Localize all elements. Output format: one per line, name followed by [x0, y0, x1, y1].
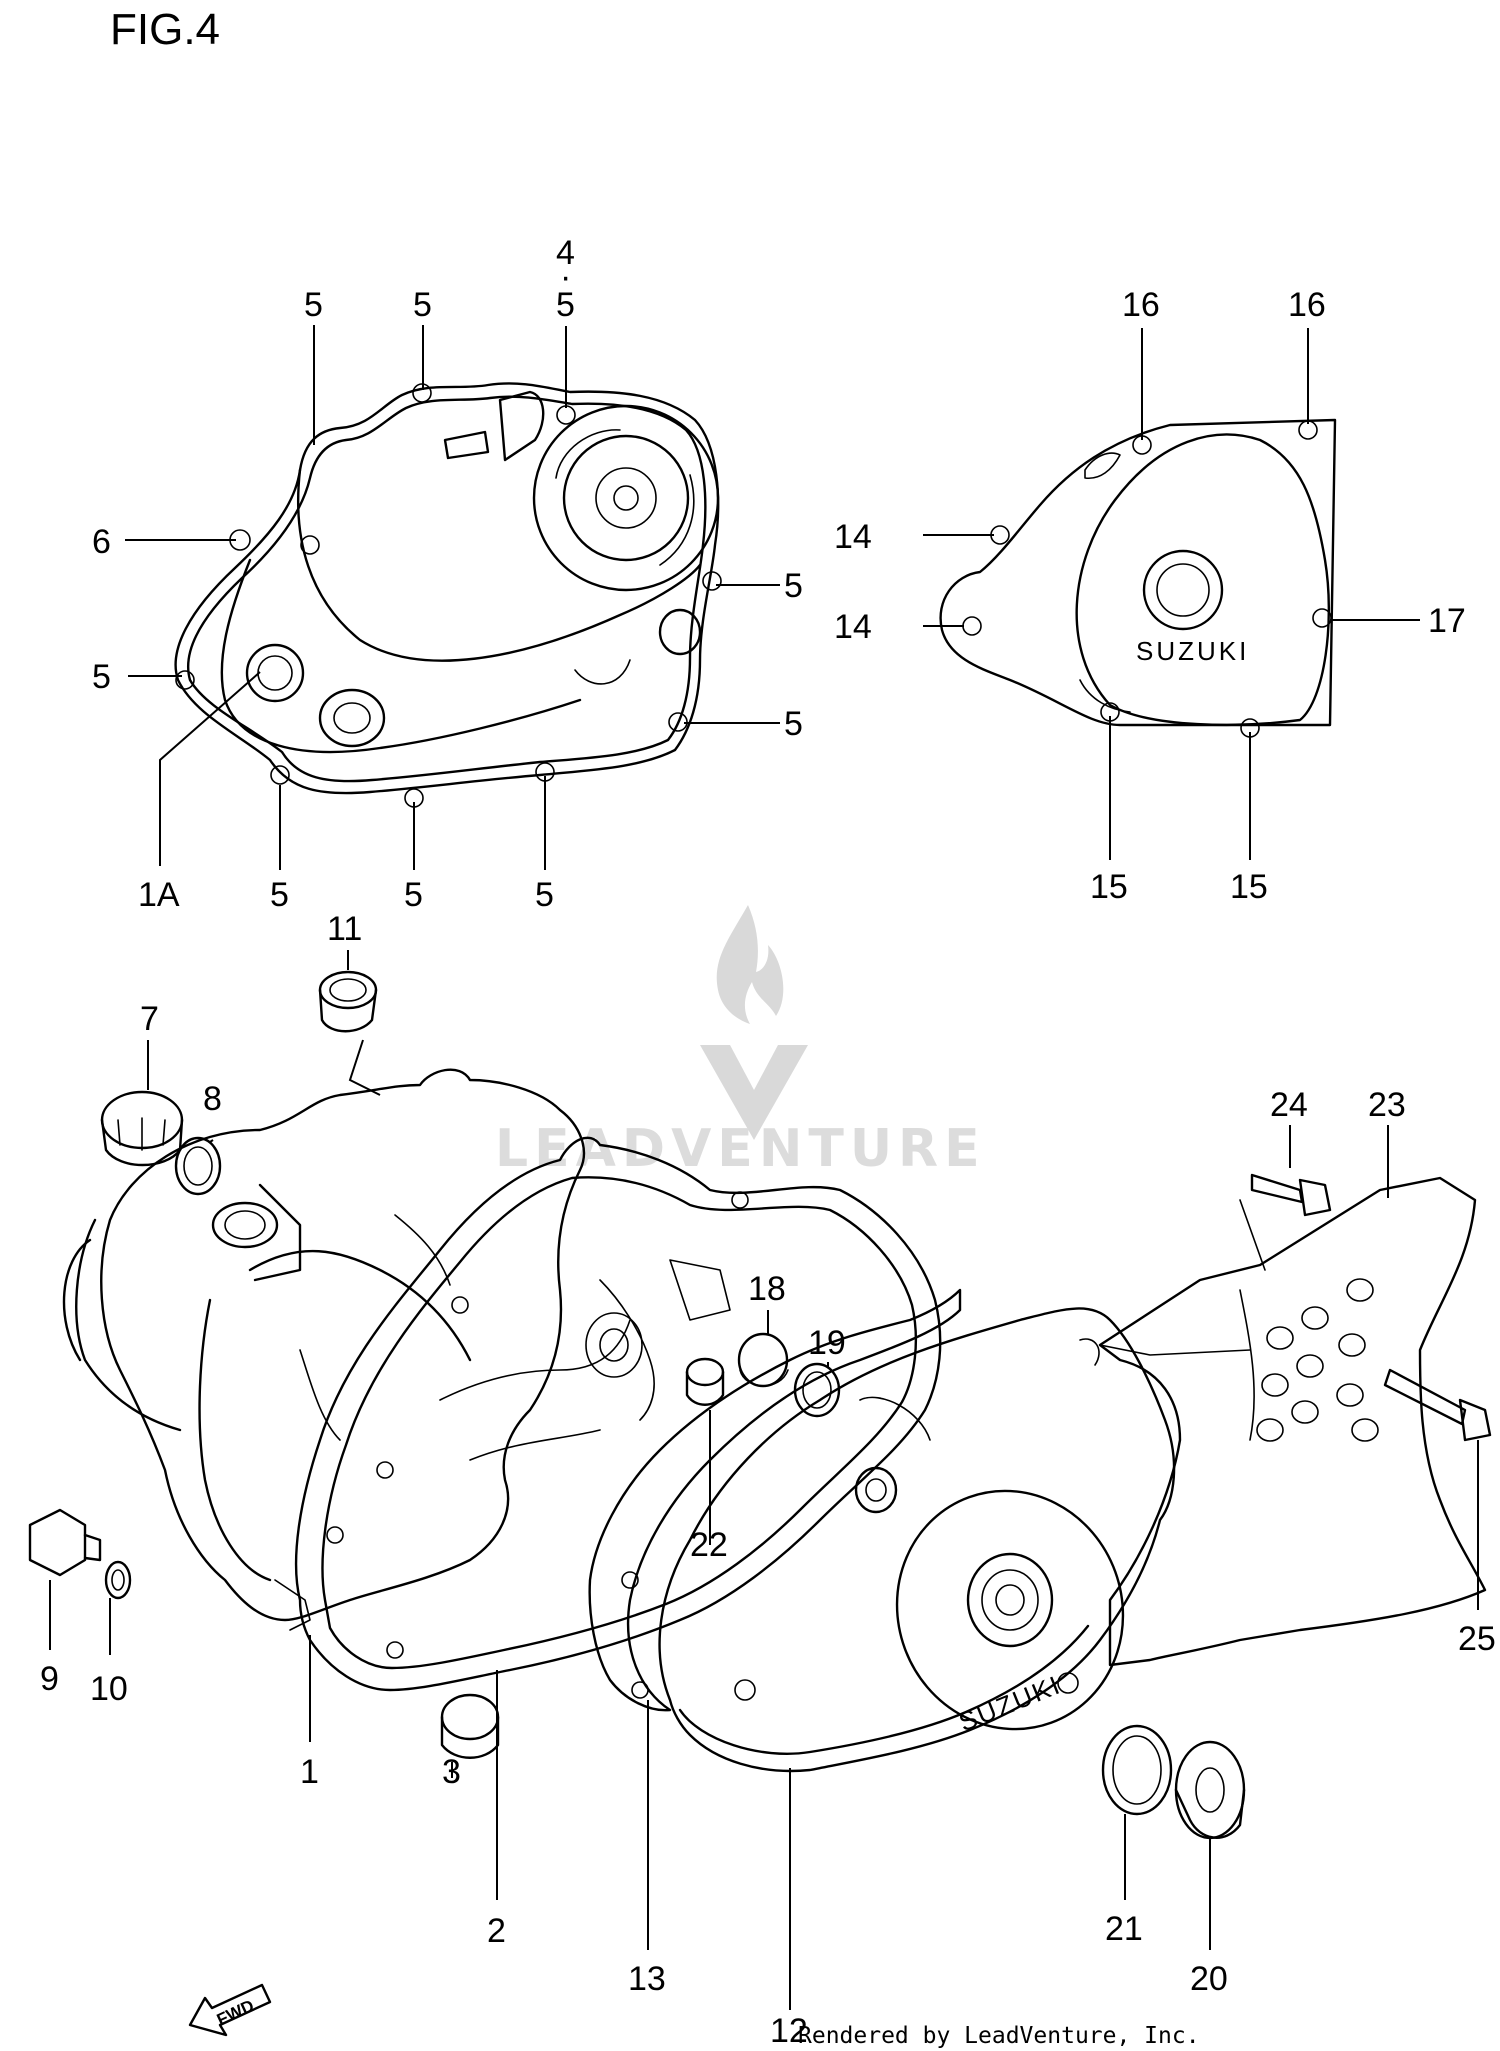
- part-label: 20: [1190, 1960, 1228, 1998]
- part-label: 21: [1105, 1910, 1143, 1948]
- part-label: 8: [203, 1080, 222, 1118]
- generator-cover-part-17: SUZUKI: [939, 418, 1337, 738]
- part-10-washer: [104, 1560, 132, 1600]
- part-18-cap: [737, 1332, 789, 1388]
- part-label: 3: [442, 1753, 461, 1791]
- part-label: 13: [628, 1960, 666, 1998]
- chain-cover-part-23: [1098, 1176, 1487, 1667]
- part-label: ·: [560, 258, 571, 296]
- gasket-part-2: [294, 1136, 942, 1692]
- fwd-label: FWD: [214, 1996, 257, 2030]
- part-label: 5: [404, 876, 423, 914]
- part-label: 4: [556, 234, 575, 272]
- part-19-o-ring: [793, 1362, 841, 1418]
- part-label: 1A: [138, 876, 180, 914]
- crankcase-cover-part-1: [62, 1068, 586, 1631]
- part-label: 22: [690, 1526, 728, 1564]
- part-label: 5: [535, 876, 554, 914]
- leadventure-watermark: LEADVENTURE: [495, 905, 980, 1179]
- part-label: 24: [1270, 1086, 1308, 1124]
- suzuki-logo-crankcase: SUZUKI: [955, 1669, 1066, 1737]
- part-label: 16: [1122, 286, 1160, 324]
- part-label: 1: [300, 1753, 319, 1791]
- part-label: 5: [304, 286, 323, 324]
- part-label: 5: [556, 286, 575, 324]
- part-label: 7: [140, 1000, 159, 1038]
- part-label: 2: [487, 1912, 506, 1950]
- part-label: 23: [1368, 1086, 1406, 1124]
- part-label: 5: [784, 705, 803, 743]
- part-label: 6: [92, 523, 111, 561]
- part-22-dowel: [685, 1357, 725, 1406]
- part-label: 19: [808, 1324, 846, 1362]
- part-label: 14: [834, 608, 872, 646]
- suzuki-logo-cover: SUZUKI: [1136, 636, 1249, 666]
- part-label: 11: [327, 910, 362, 948]
- part-label: 5: [270, 876, 289, 914]
- part-21-o-ring: [1101, 1724, 1173, 1816]
- part-20-plug: [1174, 1740, 1246, 1840]
- part-8-o-ring: [174, 1136, 222, 1196]
- magneto-cover-part-12: SUZUKI: [658, 1307, 1176, 1773]
- figure-title: FIG.4: [110, 5, 220, 54]
- part-label: 15: [1230, 868, 1268, 906]
- credit-line: Rendered by LeadVenture, Inc.: [798, 2023, 1200, 2049]
- part-label: 5: [92, 658, 111, 696]
- part-11-seal: [318, 970, 378, 1033]
- part-label: 25: [1458, 1620, 1496, 1658]
- part-24-bolt: [1250, 1173, 1332, 1217]
- part-label: 14: [834, 518, 872, 556]
- part-labels: 5 5 4 · 5 6 5 5 5 1A 5 5 5 16 16 14 14 1…: [40, 234, 1496, 2050]
- part-3-dowel: [440, 1693, 500, 1759]
- part-label: 16: [1288, 286, 1326, 324]
- part-label: 15: [1090, 868, 1128, 906]
- part-label: 10: [90, 1670, 128, 1708]
- gasket-part-13: [588, 1288, 962, 1712]
- fwd-arrow-icon: FWD: [188, 1983, 272, 2037]
- part-label: 5: [413, 286, 432, 324]
- part-label: 5: [784, 567, 803, 605]
- leader-lines: [49, 325, 1479, 2010]
- part-25-bolt: [1383, 1368, 1492, 1442]
- part-label: 9: [40, 1660, 59, 1698]
- part-label: 17: [1428, 602, 1466, 640]
- clutch-cover-part-1a: [174, 382, 722, 808]
- part-label: 12: [770, 2012, 808, 2050]
- part-9-drain-plug: [28, 1508, 102, 1577]
- part-label: 18: [748, 1270, 786, 1308]
